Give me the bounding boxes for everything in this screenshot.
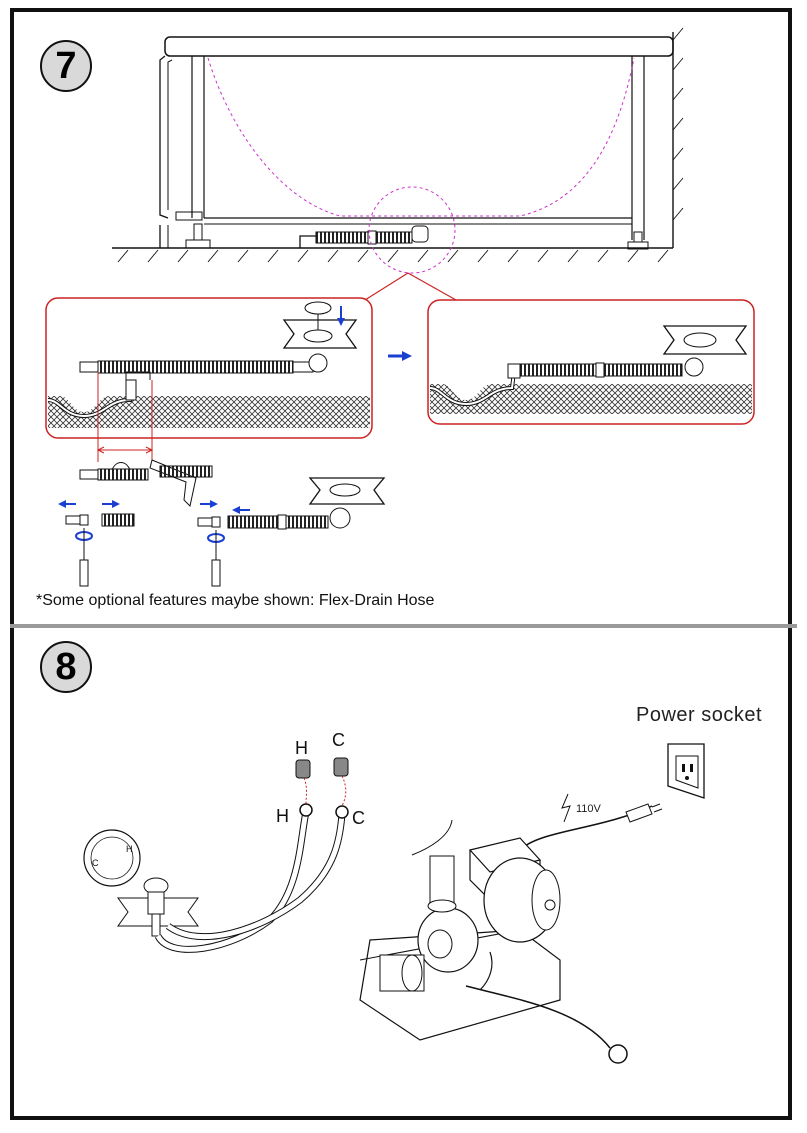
cold-label-hose: C <box>352 808 365 828</box>
power-socket <box>667 743 705 799</box>
step-7-number: 7 <box>40 40 92 92</box>
optional-features-note: *Some optional features maybe shown: Fle… <box>36 592 435 609</box>
section-separator <box>10 624 797 628</box>
voltage-label: 110V <box>576 803 601 815</box>
tub-basin-outline <box>207 57 635 217</box>
detail-box-before <box>45 297 373 439</box>
hot-label-top: H <box>295 738 308 758</box>
hose-cutting-illustration <box>79 459 213 508</box>
cold-supply-valve <box>333 757 349 777</box>
detail-box-after <box>427 299 755 425</box>
detail-magnifier-circle <box>368 186 456 274</box>
hot-supply-valve <box>295 759 311 779</box>
svg-text:C: C <box>92 858 99 868</box>
page-frame <box>10 8 792 1120</box>
adapter-parts-right <box>197 477 386 587</box>
bathtub <box>112 27 684 263</box>
cold-label-top: C <box>332 730 345 750</box>
pump-motor <box>359 819 561 1041</box>
adapter-parts-left <box>58 500 135 587</box>
mixer-valve: C H <box>83 829 199 937</box>
hot-label-hose: H <box>276 806 289 826</box>
step-8-number: 8 <box>40 641 92 693</box>
power-socket-label: Power socket <box>636 704 763 726</box>
svg-text:H: H <box>126 844 133 854</box>
